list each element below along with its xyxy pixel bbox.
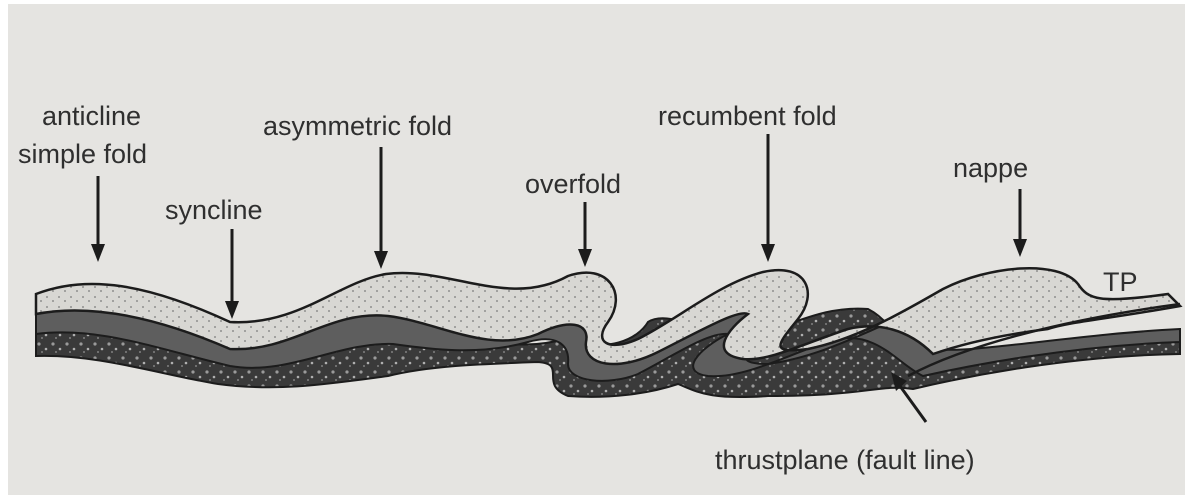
fold-drawing [8, 4, 1185, 495]
fold-diagram: anticline simple fold syncline asymmetri… [8, 4, 1185, 495]
overfold-arrow [578, 202, 592, 267]
label-asymmetric-fold: asymmetric fold [263, 110, 452, 142]
anticline-arrow [91, 176, 105, 262]
syncline-arrow [225, 229, 239, 319]
label-syncline: syncline [165, 194, 263, 226]
label-anticline: anticline [42, 100, 141, 132]
label-tp: TP [1103, 266, 1138, 298]
label-overfold: overfold [525, 168, 621, 200]
label-thrustplane: thrustplane (fault line) [715, 444, 975, 476]
label-simple-fold: simple fold [18, 138, 147, 170]
nappe-arrow [1013, 189, 1027, 257]
label-nappe: nappe [953, 152, 1028, 184]
recumbent-fold-arrow [761, 134, 775, 262]
label-recumbent-fold: recumbent fold [658, 100, 837, 132]
asymmetric-fold-arrow [374, 147, 388, 269]
